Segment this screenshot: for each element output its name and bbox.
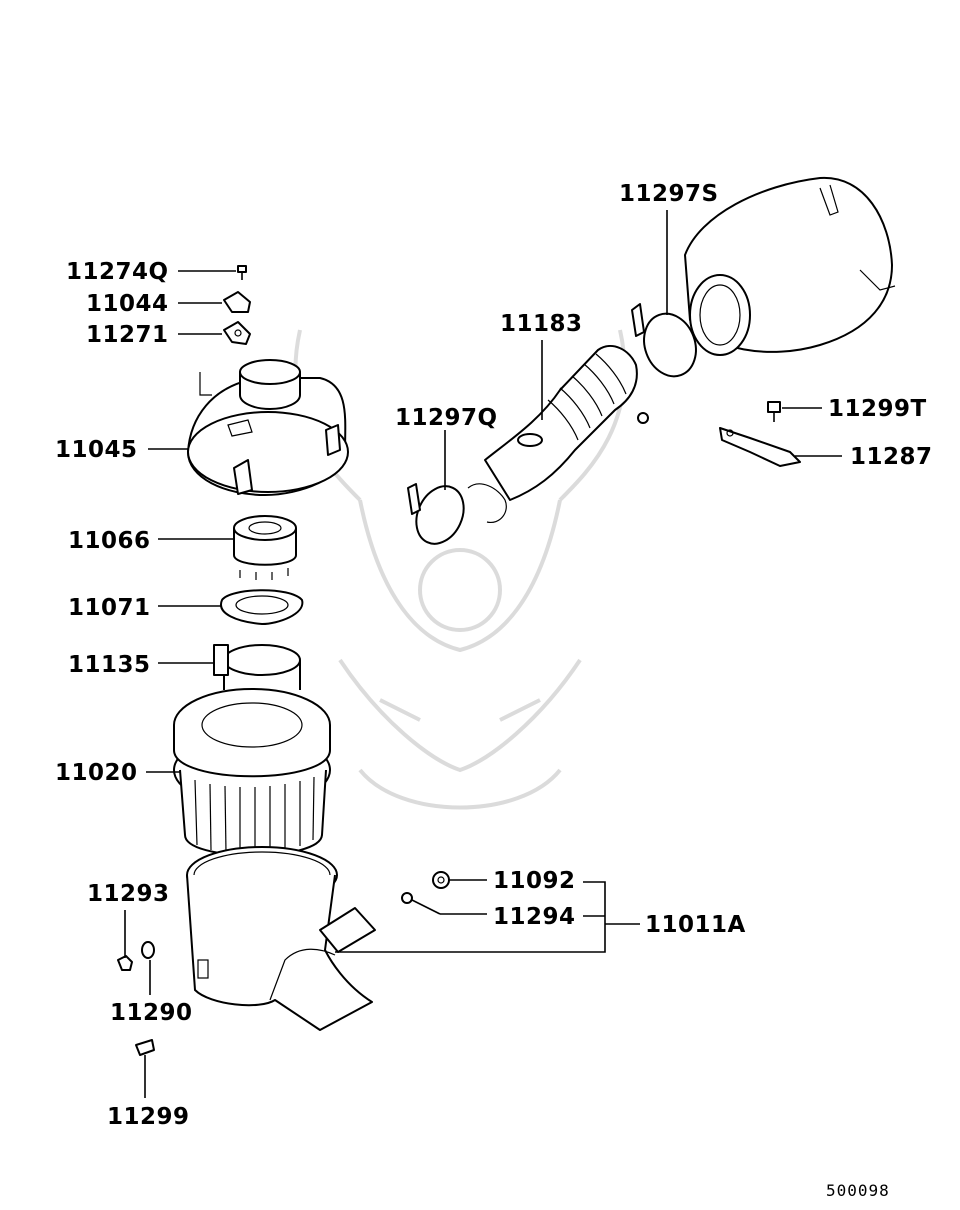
- part-label-11290[interactable]: 11290: [110, 1000, 193, 1026]
- part-label-11297Q[interactable]: 11297Q: [395, 405, 498, 431]
- washer-11290[interactable]: [141, 941, 155, 959]
- part-label-11066[interactable]: 11066: [68, 528, 151, 554]
- air-cleaner-cover-11045[interactable]: [187, 359, 349, 496]
- bracket-11287[interactable]: [719, 427, 801, 467]
- collar-11294[interactable]: [401, 892, 413, 904]
- part-label-11011A[interactable]: 11011A: [645, 912, 746, 938]
- part-label-11271[interactable]: 11271: [86, 322, 169, 348]
- part-labels: 11274Q 11044 11271 11045 11066 11071 111…: [55, 181, 933, 1130]
- grommet-11092[interactable]: [432, 871, 450, 889]
- grommet-11271[interactable]: [223, 321, 251, 345]
- part-label-11297S[interactable]: 11297S: [619, 181, 719, 207]
- air-filter-element-11020[interactable]: [173, 688, 331, 857]
- part-label-11071[interactable]: 11071: [68, 595, 151, 621]
- resonator-housing-11297S[interactable]: [684, 176, 896, 356]
- hose-clamp-11297S[interactable]: [631, 303, 704, 384]
- clip-11044[interactable]: [223, 291, 251, 313]
- part-label-11287[interactable]: 11287: [850, 444, 933, 470]
- air-cleaner-case-11011A[interactable]: [186, 846, 376, 1031]
- part-label-11092[interactable]: 11092: [493, 868, 576, 894]
- bolt-11299T[interactable]: [767, 401, 781, 422]
- bolt-11274Q[interactable]: [237, 265, 247, 280]
- part-label-11135[interactable]: 11135: [68, 652, 151, 678]
- part-label-11299T[interactable]: 11299T: [828, 396, 927, 422]
- nut-11293[interactable]: [117, 955, 133, 971]
- bolt-11299[interactable]: [135, 1039, 155, 1056]
- part-label-11274Q[interactable]: 11274Q: [66, 259, 169, 285]
- part-label-11020[interactable]: 11020: [55, 760, 138, 786]
- hose-clamp-11297Q[interactable]: [407, 479, 507, 552]
- element-11066[interactable]: [233, 515, 297, 580]
- part-label-11044[interactable]: 11044: [86, 291, 169, 317]
- part-label-11299[interactable]: 11299: [107, 1104, 190, 1130]
- diagram-number: 500098: [826, 1181, 890, 1200]
- intake-hose-11183[interactable]: [484, 345, 649, 501]
- part-label-11183[interactable]: 11183: [500, 311, 583, 337]
- gasket-11071[interactable]: [220, 589, 304, 625]
- part-label-11294[interactable]: 11294: [493, 904, 576, 930]
- part-label-11045[interactable]: 11045: [55, 437, 138, 463]
- leader-lines: [124, 210, 842, 1098]
- part-label-11293[interactable]: 11293: [87, 881, 170, 907]
